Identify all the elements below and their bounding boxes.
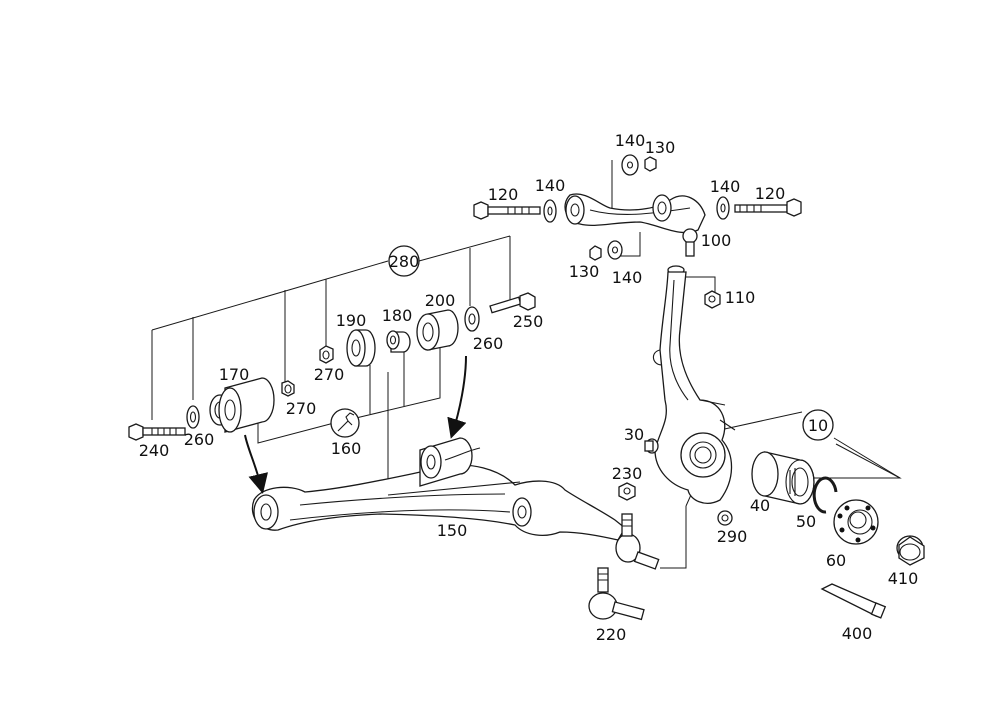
nut-130-top [644, 156, 657, 172]
circlip-50 [812, 476, 838, 514]
nut-290 [717, 510, 733, 526]
label-180: 180 [382, 306, 413, 325]
upper-control-arm [564, 193, 706, 257]
label-270-lower: 270 [286, 399, 317, 418]
assembly-arrows [244, 355, 467, 494]
washer-140-top [621, 154, 639, 176]
wheel-hub-60 [833, 499, 879, 545]
part-labels: 280 10 30 40 50 60 100 110 120 120 130 1… [139, 131, 919, 644]
label-260-left: 260 [184, 430, 215, 449]
label-290: 290 [717, 527, 748, 546]
grease-tube-400 [820, 583, 887, 619]
washer-260-right [464, 306, 480, 332]
nut-130-bottom [589, 245, 602, 261]
washer-260-left [186, 405, 200, 429]
label-140-left: 140 [535, 176, 566, 195]
label-170: 170 [219, 365, 250, 384]
nut-230 [618, 482, 636, 501]
label-160: 160 [331, 439, 362, 458]
label-50: 50 [796, 512, 816, 531]
label-200: 200 [425, 291, 456, 310]
label-100: 100 [701, 231, 732, 250]
arm-ball-joint [615, 513, 660, 570]
label-220: 220 [596, 625, 627, 644]
wheel-bearing-40 [751, 451, 815, 505]
label-110: 110 [725, 288, 756, 307]
callout-circle-10 [802, 409, 834, 441]
bolt-240 [128, 423, 186, 441]
bushing-200 [416, 309, 459, 351]
label-250: 250 [513, 312, 544, 331]
cap-410 [896, 535, 925, 566]
label-120-right: 120 [755, 184, 786, 203]
label-230: 230 [612, 464, 643, 483]
bushing-190 [346, 329, 376, 367]
label-60: 60 [826, 551, 846, 570]
bolt-120-right [734, 198, 802, 217]
bushing-170 [209, 377, 275, 433]
label-40: 40 [750, 496, 770, 515]
nut-270-lower [281, 380, 295, 397]
steering-knuckle [652, 265, 736, 504]
lower-control-arm-150 [251, 437, 626, 541]
label-150: 150 [437, 521, 468, 540]
label-130-top: 130 [645, 138, 676, 157]
label-280: 280 [389, 252, 420, 271]
ball-joint-220 [588, 567, 645, 621]
label-400: 400 [842, 624, 873, 643]
label-240: 240 [139, 441, 170, 460]
bushing-180 [386, 330, 411, 353]
washer-140-left [543, 199, 557, 223]
bolt-250 [489, 292, 536, 314]
cap-30 [644, 438, 659, 454]
label-260-right: 260 [473, 334, 504, 353]
label-410: 410 [888, 569, 919, 588]
label-10: 10 [808, 416, 828, 435]
callout-circle-280 [388, 245, 420, 277]
label-140-bottom: 140 [612, 268, 643, 287]
label-270-upper: 270 [314, 365, 345, 384]
washer-140-right [716, 196, 730, 220]
label-190: 190 [336, 311, 367, 330]
bolt-120-left [473, 201, 541, 220]
label-30: 30 [624, 425, 644, 444]
label-140-top: 140 [615, 131, 646, 150]
wrench-tool-icon [330, 408, 360, 438]
nut-110 [704, 290, 721, 309]
label-130-bottom: 130 [569, 262, 600, 281]
nut-270-upper [319, 345, 334, 364]
washer-140-bottom [607, 240, 623, 260]
label-120-left: 120 [488, 185, 519, 204]
label-140-right: 140 [710, 177, 741, 196]
